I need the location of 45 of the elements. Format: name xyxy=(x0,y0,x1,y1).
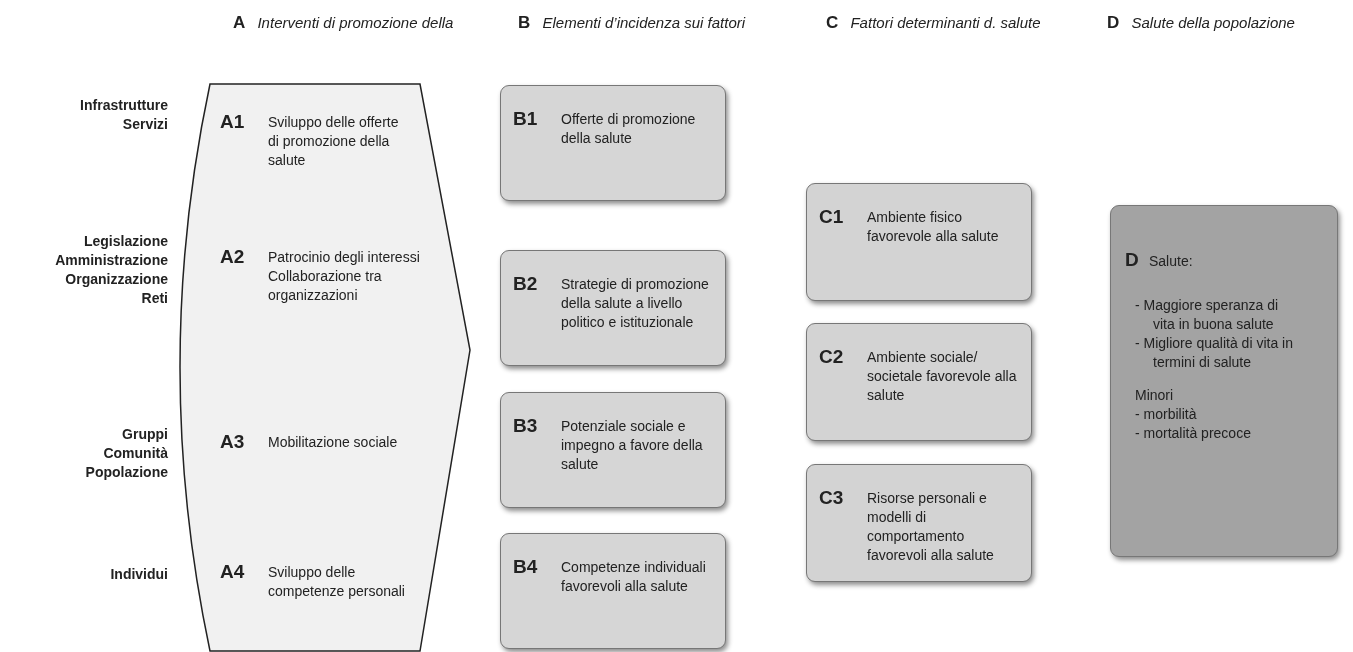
column-heading: C Fattori determinanti d. salute xyxy=(826,13,1041,33)
result-box xyxy=(1110,205,1338,557)
item-code: A2 xyxy=(220,246,245,268)
column-heading: D Salute della popolazione xyxy=(1107,13,1295,33)
box-code: C2 xyxy=(819,346,844,368)
box-text: Strategie di promozione della salute a livello politico e istituzionale xyxy=(561,275,710,332)
box-code: B3 xyxy=(513,415,538,437)
box-text: Offerte di promozione della salute xyxy=(561,110,697,148)
box-text: Risorse personali e modelli di comportamento favorevoli alla salute xyxy=(867,489,995,565)
item-text: Mobilitazione sociale xyxy=(268,433,399,452)
box-text: Competenze individuali favorevoli alla salute xyxy=(561,558,707,596)
box-code: D xyxy=(1125,249,1139,271)
box-code: B2 xyxy=(513,273,538,295)
box-code: C3 xyxy=(819,487,844,509)
box-code: C1 xyxy=(819,206,844,228)
list-item: - morbilità xyxy=(1135,405,1198,424)
process-box xyxy=(500,392,726,508)
row-label: Legislazione Amministrazione Organizzazione Reti xyxy=(55,232,168,308)
list-item: Minori xyxy=(1135,386,1175,405)
list-item: - Maggiore speranza di vita in buona salute xyxy=(1135,296,1280,334)
list-item: - Migliore qualità di vita in termini di salute xyxy=(1135,334,1294,372)
item-code: A3 xyxy=(220,431,245,453)
box-text: Potenziale sociale e impegno a favore della salute xyxy=(561,417,704,474)
process-box xyxy=(806,464,1032,582)
item-code: A4 xyxy=(220,561,245,583)
column-heading: A Interventi di promozione della xyxy=(233,13,454,33)
row-label: Infrastrutture Servizi xyxy=(80,96,168,134)
box-code: B4 xyxy=(513,556,538,578)
list-item: - mortalità precoce xyxy=(1135,424,1252,443)
process-box xyxy=(806,183,1032,301)
process-box xyxy=(500,250,726,366)
item-text: Patrocinio degli interessi Collaborazione tra organizzazioni xyxy=(268,248,421,305)
item-code: A1 xyxy=(220,111,245,133)
box-text: Ambiente sociale/ societale favorevole alla salute xyxy=(867,348,1017,405)
box-text: Ambiente fisico favorevole alla salute xyxy=(867,208,1000,246)
process-box xyxy=(500,85,726,201)
item-text: Sviluppo delle offerte di promozione della salute xyxy=(268,113,400,170)
row-label: Gruppi Comunità Popolazione xyxy=(85,425,168,482)
column-heading: B Elementi d’incidenza sui fattori xyxy=(518,13,746,33)
box-code: B1 xyxy=(513,108,538,130)
row-label: Individui xyxy=(110,565,168,584)
process-box xyxy=(500,533,726,649)
item-text: Sviluppo delle competenze personali xyxy=(268,563,406,601)
box-text: Salute: xyxy=(1149,252,1193,271)
process-box xyxy=(806,323,1032,441)
